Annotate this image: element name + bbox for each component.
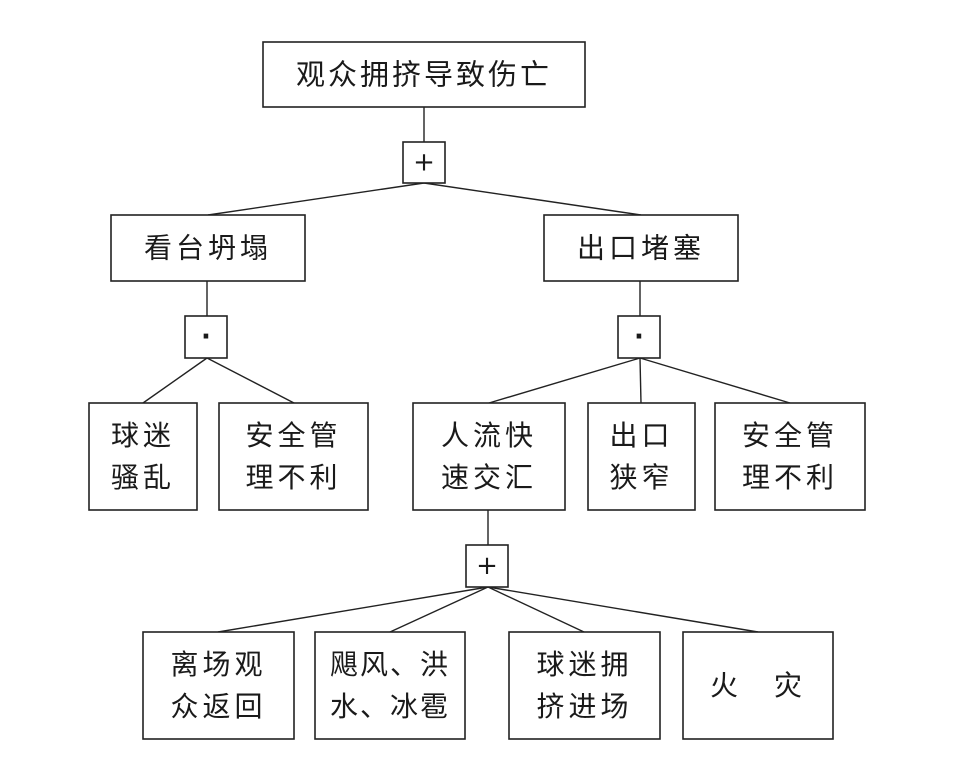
fans-riot-box-label-line-2: 骚乱 [111,461,175,494]
fans-squeeze-in-box-label-line-2: 挤进场 [536,690,632,723]
safety-mgmt-poor-box-1-label-line-2: 理不利 [245,461,341,494]
edge-or-to-fire [487,586,759,633]
safety-mgmt-poor-box-2-label-line-2: 理不利 [742,461,838,494]
and-gate-stand-collapse: · [184,315,228,359]
crowd-converge-box-frame [412,402,566,511]
and-gate-exit-blocked: · [617,315,661,359]
storm-flood-hail-box-label-line-2: 水、冰雹 [330,690,450,723]
safety-mgmt-poor-box-2-frame [714,402,866,511]
top-event-box: 观众拥挤导致伤亡 [262,41,586,108]
edge-or-to-stand-collapse [207,182,425,216]
edge-and-to-safety-mgmt-1 [206,357,295,404]
and-gate-stand-collapse-frame [184,315,228,359]
or-gate-top-frame [402,141,446,184]
or-gate-top: + [402,141,446,184]
exit-blocked-box-frame [543,214,739,282]
edge-and-to-safety-mgmt-2 [639,357,791,404]
crowd-converge-box-label-line-2: 速交汇 [441,461,537,494]
exit-blocked-box: 出口堵塞 [543,214,739,282]
edge-and-to-fans-riot [142,357,208,404]
fire-box: 火 灾 [682,631,834,740]
edge-or-to-spectators-return [217,586,489,633]
fans-squeeze-in-box-frame [508,631,661,740]
fans-riot-box-frame [88,402,198,511]
safety-mgmt-poor-box-2-label-line-1: 安全管 [742,419,838,452]
crowd-converge-box-label-line-1: 人流快 [441,419,537,452]
safety-mgmt-poor-box-1-frame [218,402,369,511]
spectators-return-box-label-line-2: 众返回 [170,690,266,723]
exit-narrow-box-frame [587,402,696,511]
storm-flood-hail-box-label-line-1: 飓风、洪 [330,648,450,681]
event-boxes: 观众拥挤导致伤亡看台坍塌出口堵塞球迷骚乱安全管理不利人流快速交汇出口狭窄安全管理… [88,41,866,740]
edge-or-to-exit-blocked [423,182,642,216]
top-event-box-label-line-1: 观众拥挤导致伤亡 [296,58,552,92]
or-gate-crowd-converge-frame [465,544,509,588]
and-gate-exit-blocked-symbol: · [634,322,644,352]
spectators-return-box-frame [142,631,295,740]
logic-gates: + · · + [184,141,661,588]
fire-box-label-line-1: 火 灾 [710,669,806,702]
fire-box-frame [682,631,834,740]
exit-narrow-box-label-line-1: 出口 [609,419,673,452]
stand-collapse-box-label-line-1: 看台坍塌 [144,232,272,265]
spectators-return-box-label-line-1: 离场观 [170,648,266,681]
connector-lines [142,107,791,633]
storm-flood-hail-box-frame [314,631,466,740]
and-gate-exit-blocked-frame [617,315,661,359]
fans-riot-box-label-line-1: 球迷 [111,419,175,452]
and-gate-stand-collapse-symbol: · [201,322,211,352]
edge-and-to-exit-narrow [639,357,642,404]
exit-narrow-box-label-line-2: 狭窄 [609,461,673,494]
top-event-box-frame [262,41,586,108]
stand-collapse-box-frame [110,214,306,282]
or-gate-crowd-converge-symbol: + [476,551,498,581]
edge-and-to-crowd-converge [488,357,641,404]
edge-or-to-storm-flood-hail [389,586,489,633]
fans-squeeze-in-box-label-line-1: 球迷拥 [536,648,632,681]
stand-collapse-box: 看台坍塌 [110,214,306,282]
or-gate-crowd-converge: + [465,544,509,588]
storm-flood-hail-box: 飓风、洪水、冰雹 [314,631,466,740]
edge-or-to-fans-squeeze-in [487,586,585,633]
or-gate-top-symbol: + [413,148,435,178]
safety-mgmt-poor-box-1-label-line-1: 安全管 [245,419,341,452]
exit-blocked-box-label-line-1: 出口堵塞 [577,232,705,265]
